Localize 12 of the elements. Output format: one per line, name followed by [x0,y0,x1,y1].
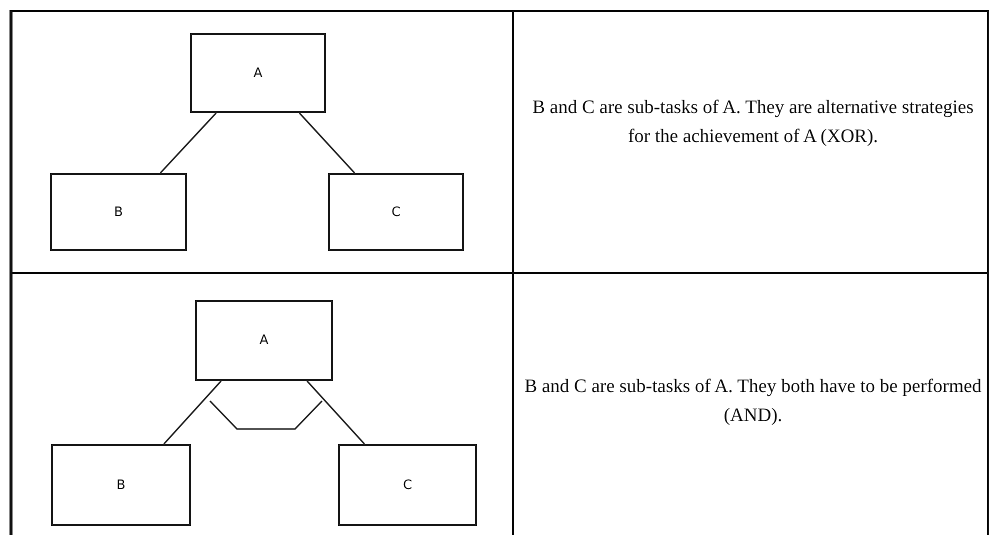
task-box: A [190,33,326,113]
task-box: A [195,300,333,381]
task-box: C [328,173,464,251]
connector-line [163,380,222,445]
task-box: C [338,444,477,526]
connector-line [160,112,217,174]
task-box: B [51,444,191,526]
description-text: B and C are sub-tasks of A. They are alternative strategies for the achievement of A (XOR). [531,96,975,149]
task-box: B [50,173,187,251]
connector-line [298,112,356,174]
connector-line [306,380,366,445]
description-text: B and C are sub-tasks of A. They both have to be performed (AND). [523,375,983,428]
